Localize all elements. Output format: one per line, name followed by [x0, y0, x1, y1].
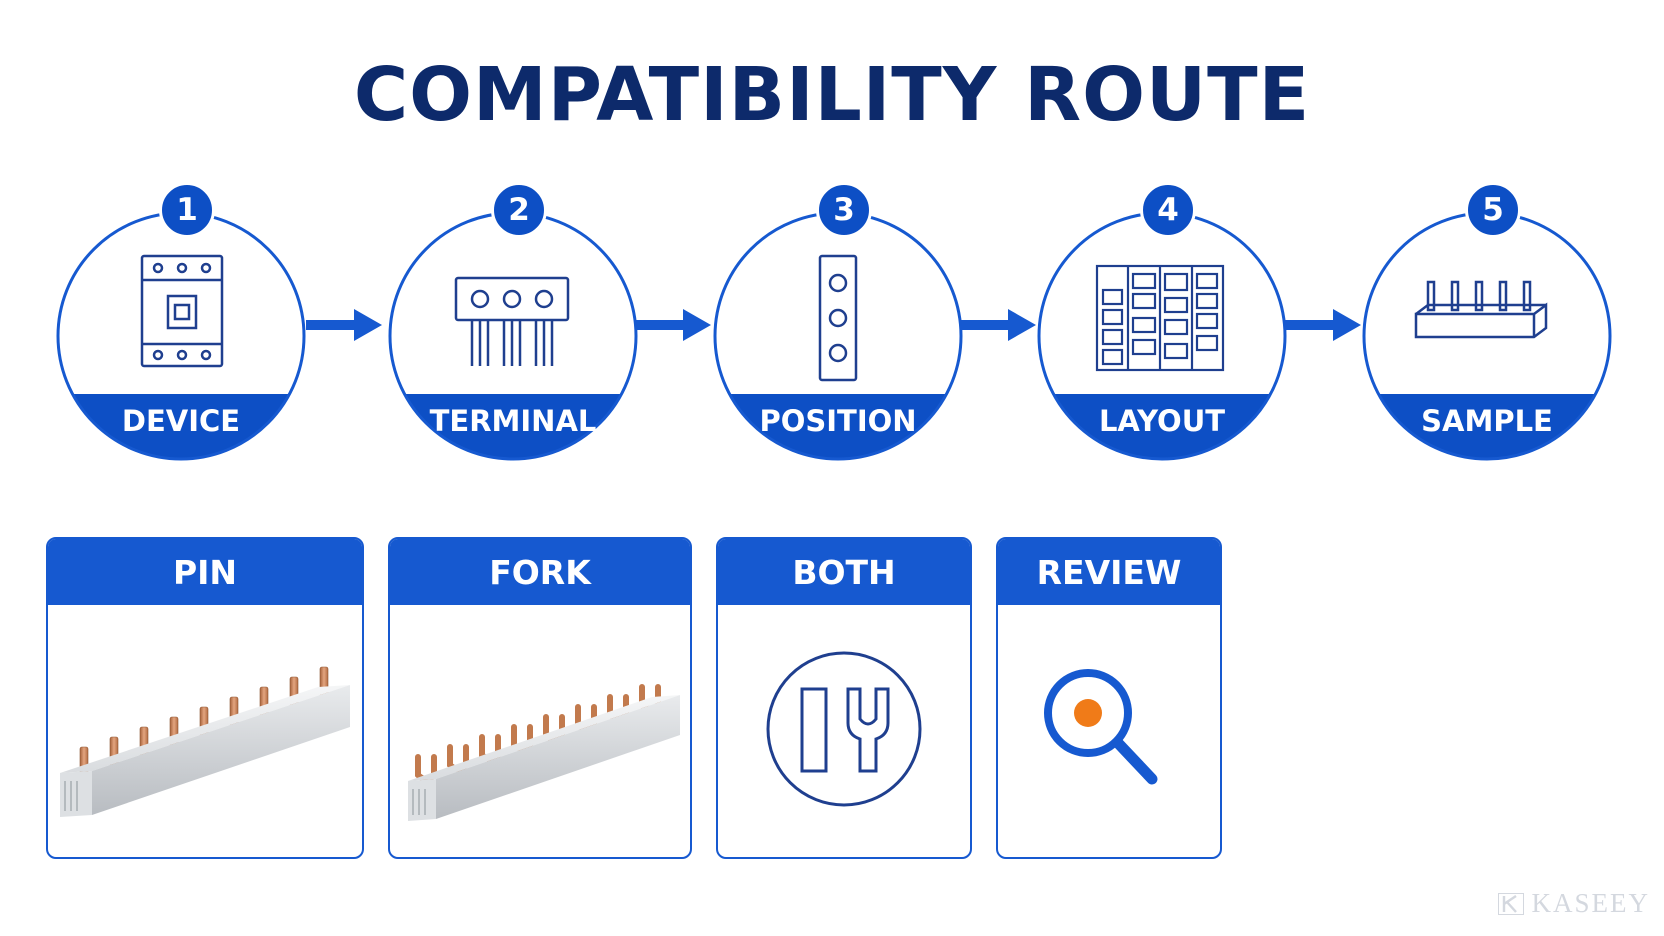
step-device: 1 DEVICE	[56, 182, 306, 466]
arrow-right-icon	[1285, 309, 1361, 341]
card-title: FORK	[390, 539, 690, 605]
card-title: BOTH	[718, 539, 970, 605]
panel-layout-icon	[1095, 264, 1225, 372]
step-sample: 5 SAMPLE	[1362, 182, 1612, 466]
brand-name: KASEEY	[1531, 888, 1650, 918]
step-position: 3 POSITION	[713, 182, 963, 466]
pin-and-fork-icon	[766, 651, 922, 807]
step-label: SAMPLE	[1421, 404, 1553, 438]
step-number: 4	[1140, 182, 1196, 238]
kaseey-logo-icon	[1497, 892, 1524, 915]
arrow-right-icon	[960, 309, 1036, 341]
brand-watermark: KASEEY	[1497, 888, 1651, 919]
terminal-position-icon	[818, 254, 858, 382]
step-number: 5	[1465, 182, 1521, 238]
card-both: BOTH	[716, 537, 972, 859]
card-title: REVIEW	[998, 539, 1220, 605]
step-terminal: 2 TERMINAL	[388, 182, 638, 466]
step-label: DEVICE	[121, 404, 241, 438]
page-title: COMPATIBILITY ROUTE	[353, 52, 1311, 138]
step-ring	[56, 211, 306, 461]
step-ring	[388, 211, 638, 461]
step-ring	[1362, 211, 1612, 461]
step-label: POSITION	[759, 404, 917, 438]
step-label: TERMINAL	[429, 404, 597, 438]
arrow-right-icon	[306, 309, 382, 341]
step-number: 2	[491, 182, 547, 238]
card-review: REVIEW	[996, 537, 1222, 859]
fork-busbar-image	[408, 684, 680, 821]
terminal-block-icon	[454, 276, 570, 366]
arrow-right-icon	[635, 309, 711, 341]
magnifier-review-icon	[1044, 669, 1158, 785]
step-number: 1	[159, 182, 215, 238]
card-title: PIN	[48, 539, 362, 605]
step-label: LAYOUT	[1098, 404, 1226, 438]
pin-busbar-image	[60, 666, 350, 817]
card-fork: FORK	[388, 537, 692, 859]
step-number: 3	[816, 182, 872, 238]
card-pin: PIN	[46, 537, 364, 859]
breaker-device-icon	[140, 254, 224, 368]
step-layout: 4 LAYOUT	[1037, 182, 1287, 466]
busbar-sample-icon	[1414, 280, 1548, 339]
